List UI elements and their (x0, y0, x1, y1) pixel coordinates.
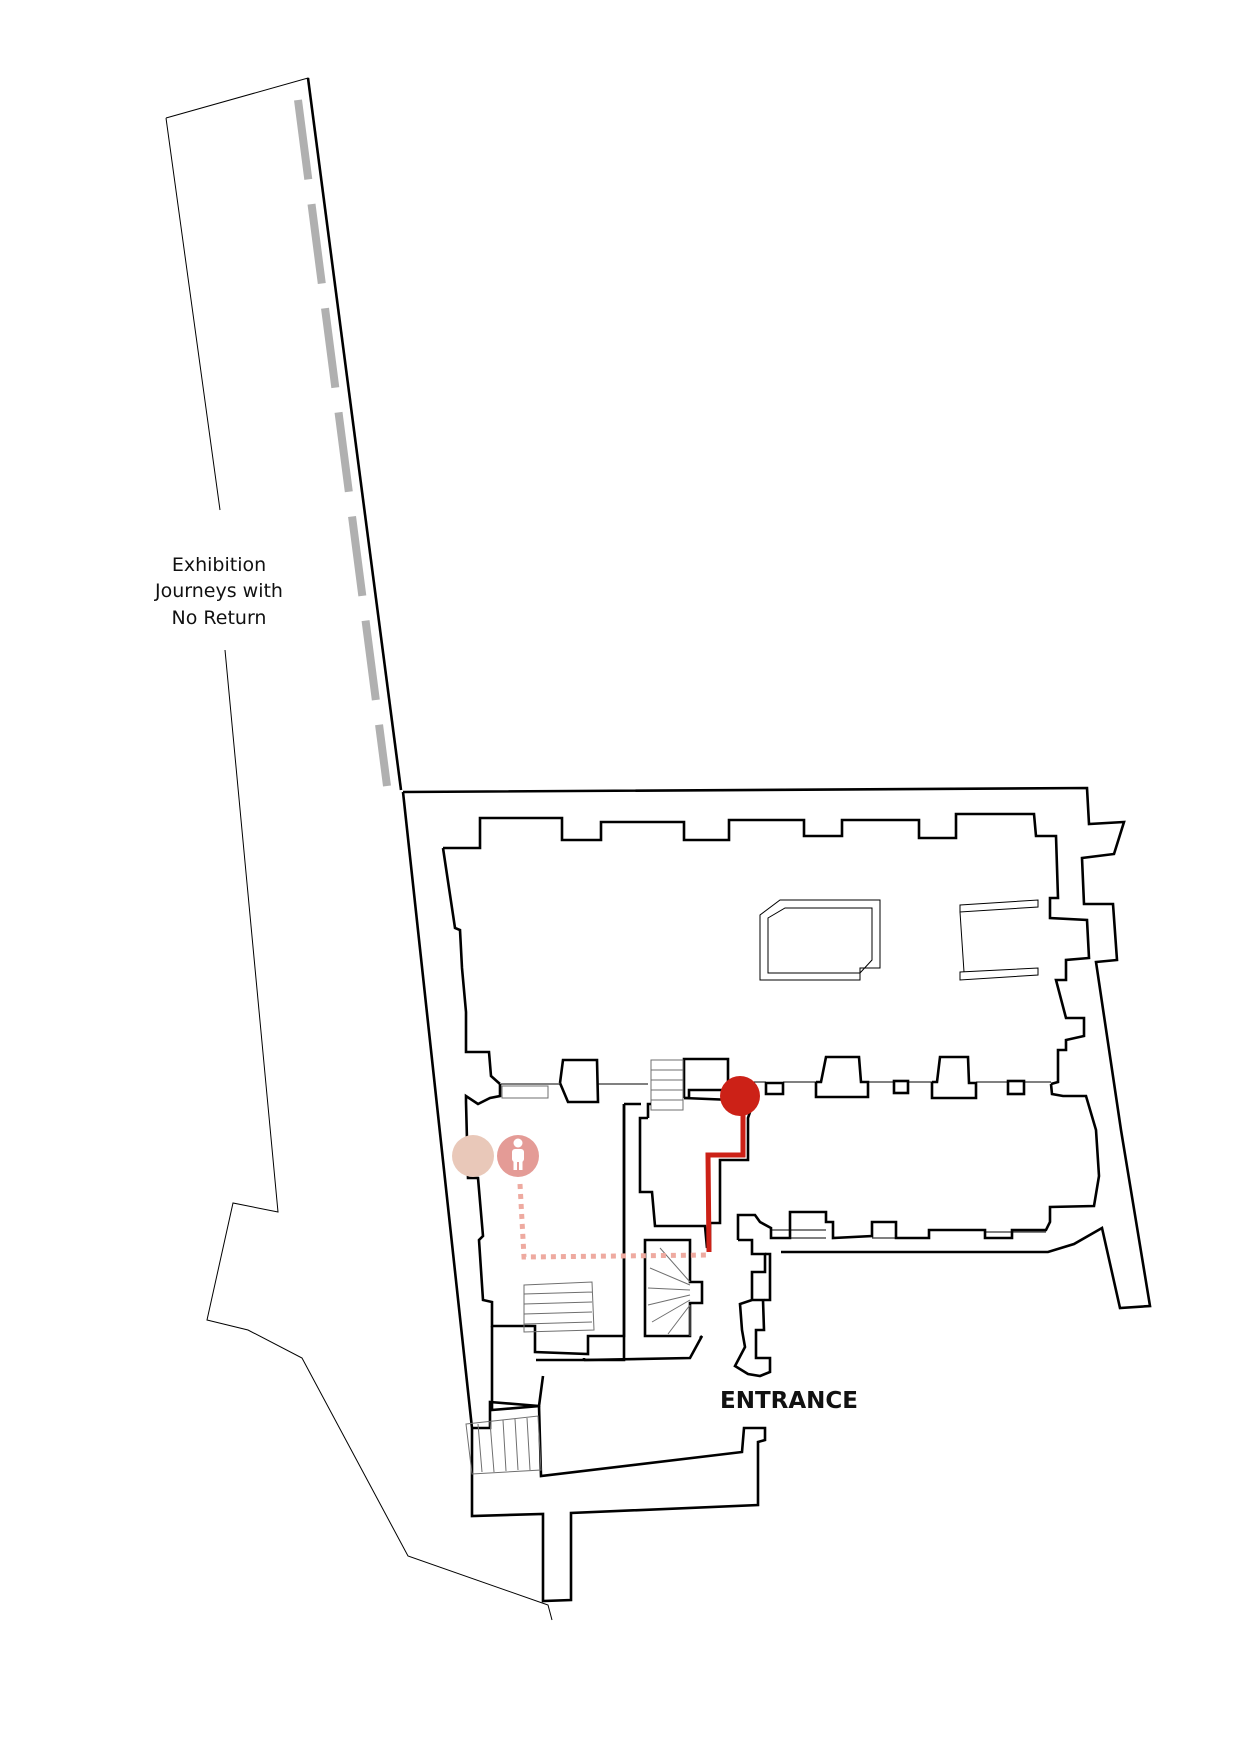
previous-stop-marker[interactable] (452, 1135, 494, 1177)
lower-corridor-wall-east (764, 1252, 772, 1302)
exhibition-wall-dashes (294, 99, 391, 787)
upper-hall-west-wall (441, 847, 501, 1085)
building-exterior-wall (402, 786, 1152, 1310)
pier-6 (1006, 1079, 1026, 1096)
lower-east-room-wall (736, 1083, 1101, 1240)
west-room-wall (464, 1084, 626, 1356)
west-room-lower (490, 1326, 586, 1412)
lower-east-room-thin (771, 1229, 1046, 1239)
exhibition-wing-wall (306, 77, 403, 791)
visitor-marker[interactable] (497, 1135, 539, 1177)
lower-middle-room-west (638, 1102, 709, 1249)
display-case-1-inner (767, 907, 873, 974)
west-room-east-wall (536, 1102, 641, 1362)
route-active (705, 1098, 746, 1253)
pier-5 (930, 1055, 978, 1100)
lower-corridor-wall (733, 1238, 772, 1378)
exhibition-label-line-3: No Return (172, 607, 267, 629)
spiral-stair-steps (647, 1247, 691, 1336)
exhibition-label-line-1: Exhibition (172, 554, 266, 576)
staircase-west-landing (501, 1085, 549, 1099)
staircase-north (650, 1059, 684, 1111)
display-frame-2 (959, 899, 1039, 981)
exhibition-label-line-2: Journeys with (154, 580, 283, 602)
west-stairs (523, 1281, 595, 1333)
spiral-stair-exit (583, 1335, 704, 1362)
route-past-dotted (517, 1183, 711, 1260)
building-west-wall (401, 791, 474, 1429)
upper-hall-wall (443, 812, 1091, 1086)
entrance-steps (465, 1415, 542, 1475)
pier-small-a (764, 1081, 785, 1096)
staircase-north-steps (651, 1069, 683, 1101)
person-icon (512, 1138, 524, 1170)
location-dot-icon[interactable] (720, 1076, 760, 1116)
entrance-label: ENTRANCE (720, 1388, 858, 1414)
display-case-1 (759, 899, 881, 981)
pier-3 (814, 1055, 870, 1099)
pier-1 (558, 1058, 600, 1104)
pier-4 (892, 1079, 910, 1095)
spiral-stair-wall (643, 1238, 704, 1338)
entrance-block-wall (470, 1400, 767, 1603)
exhibition-wing-outline (165, 77, 553, 1621)
